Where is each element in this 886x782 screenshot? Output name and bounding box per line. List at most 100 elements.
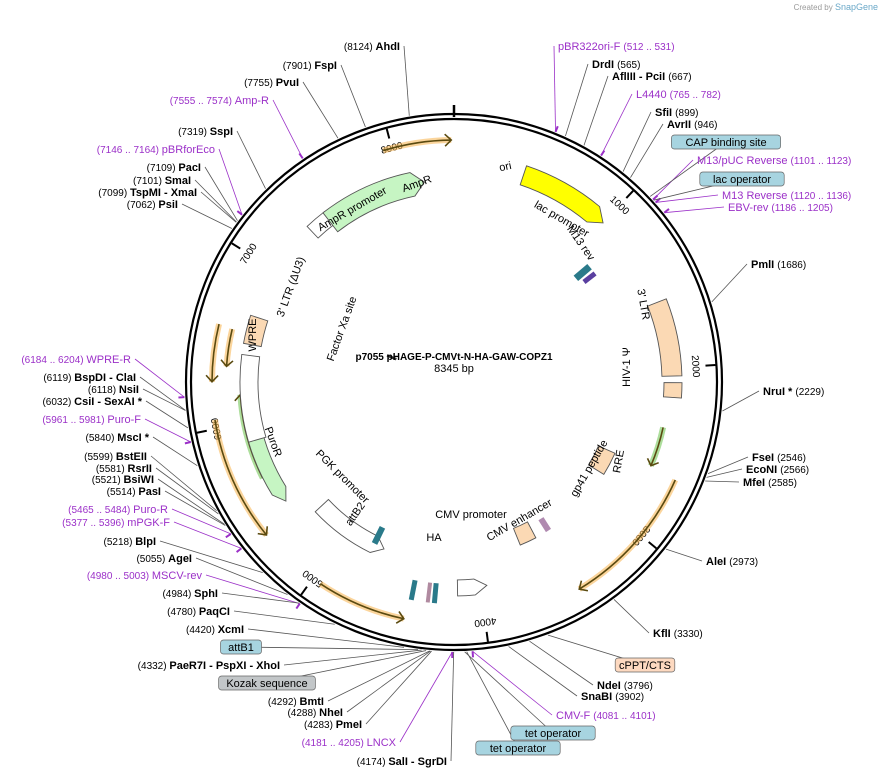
site-msci[interactable]: (5840) MscI * bbox=[86, 432, 150, 444]
feature-ampr bbox=[322, 172, 426, 233]
site-sspi[interactable]: (7319) SspI bbox=[178, 126, 233, 138]
site-pbrforeco[interactable]: (7146 .. 7164) pBRforEco bbox=[97, 144, 215, 156]
site-drdi[interactable]: DrdI (565) bbox=[592, 59, 640, 71]
site-kfli[interactable]: KflI (3330) bbox=[653, 628, 703, 640]
site-lncx[interactable]: (4181 .. 4205) LNCX bbox=[302, 737, 397, 749]
site-sfii[interactable]: SfiI (899) bbox=[655, 107, 699, 119]
site-bsiwi[interactable]: (5521) BsiWI bbox=[92, 474, 154, 486]
leader-line bbox=[139, 376, 186, 411]
site-bmti[interactable]: (4292) BmtI bbox=[268, 696, 324, 708]
site-cap-binding-site[interactable]: CAP binding site bbox=[671, 134, 781, 150]
site-mfei[interactable]: MfeI (2585) bbox=[743, 477, 797, 489]
site-wpre-r[interactable]: (6184 .. 6204) WPRE-R bbox=[21, 354, 131, 366]
site-ahdi[interactable]: (8124) AhdI bbox=[344, 41, 400, 53]
enzyme-label: (6119) BspDI - ClaI bbox=[43, 372, 136, 384]
site-ebv-rev[interactable]: EBV-rev (1186 .. 1205) bbox=[728, 202, 833, 214]
feature-cmv-enhancer bbox=[512, 521, 537, 546]
site-paci[interactable]: (7109) PacI bbox=[147, 162, 201, 174]
primer-label: (5465 .. 5484) Puro-R bbox=[68, 504, 168, 516]
site-xcmi[interactable]: (4420) XcmI bbox=[186, 624, 244, 636]
enzyme-label: (5218) BlpI bbox=[104, 536, 156, 548]
leader-line bbox=[529, 640, 594, 686]
site-mscv-rev[interactable]: (4980 .. 5003) MSCV-rev bbox=[87, 570, 203, 582]
site-tet-operator[interactable]: tet operator bbox=[510, 725, 596, 741]
site-box bbox=[510, 725, 596, 741]
site-amp-r[interactable]: (7555 .. 7574) Amp-R bbox=[170, 95, 269, 107]
leader-line bbox=[302, 81, 339, 139]
site-paqci[interactable]: (4780) PaqCI bbox=[167, 606, 230, 618]
scale-tick-label: 7000 bbox=[239, 241, 260, 266]
feature-hiv-1 bbox=[662, 382, 683, 399]
leader-line bbox=[464, 651, 554, 734]
feature-label-cmv-promoter: CMV promoter bbox=[435, 509, 507, 521]
site-pasi[interactable]: (5514) PasI bbox=[107, 486, 161, 498]
primer-name: mPGK-F bbox=[127, 517, 170, 529]
site-cppt-cts[interactable]: cPPT/CTS bbox=[614, 657, 676, 673]
attb2-marker bbox=[371, 526, 386, 545]
site-puro-f[interactable]: (5961 .. 5981) Puro-F bbox=[42, 414, 141, 426]
primer-pos: (765 .. 782) bbox=[670, 90, 721, 101]
site-bsteii[interactable]: (5599) BstEII bbox=[84, 451, 147, 463]
leader-line bbox=[399, 651, 453, 743]
site-agei[interactable]: (5055) AgeI bbox=[136, 553, 192, 565]
site-paer7i-pspxi-xhoi[interactable]: (4332) PaeR7I - PspXI - XhoI bbox=[138, 660, 280, 672]
site-psii[interactable]: (7062) PsiI bbox=[127, 199, 178, 211]
site-blpi[interactable]: (5218) BlpI bbox=[104, 536, 156, 548]
site-lac-operator[interactable]: lac operator bbox=[699, 171, 785, 187]
enzyme-label: EcoNI (2566) bbox=[746, 464, 809, 476]
primer-name: M13 Reverse bbox=[722, 190, 790, 202]
site-pvui[interactable]: (7755) PvuI bbox=[244, 77, 299, 89]
site-nrui[interactable]: NruI * (2229) bbox=[763, 386, 824, 398]
enzyme-label: (5514) PasI bbox=[107, 486, 161, 498]
leader-line bbox=[705, 480, 740, 483]
leader-line bbox=[553, 45, 556, 132]
ha-marker bbox=[431, 582, 439, 604]
enzyme-name: SphI bbox=[194, 588, 218, 600]
site-smai[interactable]: (7101) SmaI bbox=[133, 175, 191, 187]
site-avrii[interactable]: AvrII (946) bbox=[667, 119, 717, 131]
site-econi[interactable]: EcoNI (2566) bbox=[746, 464, 809, 476]
site-cmv-f[interactable]: CMV-F (4081 .. 4101) bbox=[556, 710, 656, 722]
enzyme-pos: (4288) bbox=[287, 708, 319, 719]
leader-line bbox=[665, 548, 703, 562]
enzyme-label: (8124) AhdI bbox=[344, 41, 400, 53]
site-snabi[interactable]: SnaBI (3902) bbox=[581, 691, 644, 703]
scale-tick bbox=[705, 363, 716, 367]
site-fspi[interactable]: (7901) FspI bbox=[283, 60, 337, 72]
enzyme-label: (7901) FspI bbox=[283, 60, 337, 72]
site-mpgk-f[interactable]: (5377 .. 5396) mPGK-F bbox=[62, 517, 170, 529]
site-alei[interactable]: AleI (2973) bbox=[706, 556, 758, 568]
site-attb1[interactable]: attB1 bbox=[220, 639, 262, 655]
site-nhei[interactable]: (4288) NheI bbox=[287, 707, 343, 719]
site-pmei[interactable]: (4283) PmeI bbox=[304, 719, 362, 731]
site-tet-operator[interactable]: tet operator bbox=[475, 740, 561, 756]
site-fsei[interactable]: FseI (2546) bbox=[752, 452, 806, 464]
site-sphi[interactable]: (4984) SphI bbox=[162, 588, 218, 600]
site-ndei[interactable]: NdeI (3796) bbox=[597, 680, 653, 692]
site-m13-puc-reverse[interactable]: M13/pUC Reverse (1101 .. 1123) bbox=[697, 155, 851, 167]
site-rsrii[interactable]: (5581) RsrII bbox=[96, 463, 152, 475]
feature-label-hiv-1: HIV-1 Ψ bbox=[621, 347, 633, 387]
scale-tick bbox=[648, 541, 658, 550]
site-m13-reverse[interactable]: M13 Reverse (1120 .. 1136) bbox=[722, 190, 851, 202]
site-nsii[interactable]: (6118) NsiI bbox=[88, 384, 139, 396]
primer-label: (5377 .. 5396) mPGK-F bbox=[62, 517, 170, 529]
site-puro-r[interactable]: (5465 .. 5484) Puro-R bbox=[68, 504, 168, 516]
enzyme-name: SspI bbox=[210, 126, 233, 138]
primer-pos: (5465 .. 5484) bbox=[68, 505, 133, 516]
orange-arc-4 bbox=[318, 581, 405, 624]
site-tspmi-xmai[interactable]: (7099) TspMI - XmaI bbox=[98, 187, 197, 199]
site-csii-sexai[interactable]: (6032) CsiI - SexAI * bbox=[42, 396, 142, 408]
site-bspdi-clai[interactable]: (6119) BspDI - ClaI bbox=[43, 372, 136, 384]
site-kozak-sequence[interactable]: Kozak sequence bbox=[218, 675, 316, 691]
site-pbr322ori-f[interactable]: pBR322ori-F (512 .. 531) bbox=[558, 41, 675, 53]
enzyme-name: AgeI bbox=[168, 553, 192, 565]
site-l4440[interactable]: L4440 (765 .. 782) bbox=[636, 89, 721, 101]
primer-pos: (7146 .. 7164) bbox=[97, 145, 162, 156]
site-afliii-pcii[interactable]: AflIII - PciI (667) bbox=[612, 71, 692, 83]
enzyme-pos: (5521) bbox=[92, 475, 124, 486]
primer-name: Amp-R bbox=[235, 95, 269, 107]
site-sali-sgrdi[interactable]: (4174) SalI - SgrDI bbox=[357, 756, 447, 768]
site-pmli[interactable]: PmlI (1686) bbox=[751, 259, 806, 271]
primer-pos: (6184 .. 6204) bbox=[21, 355, 86, 366]
